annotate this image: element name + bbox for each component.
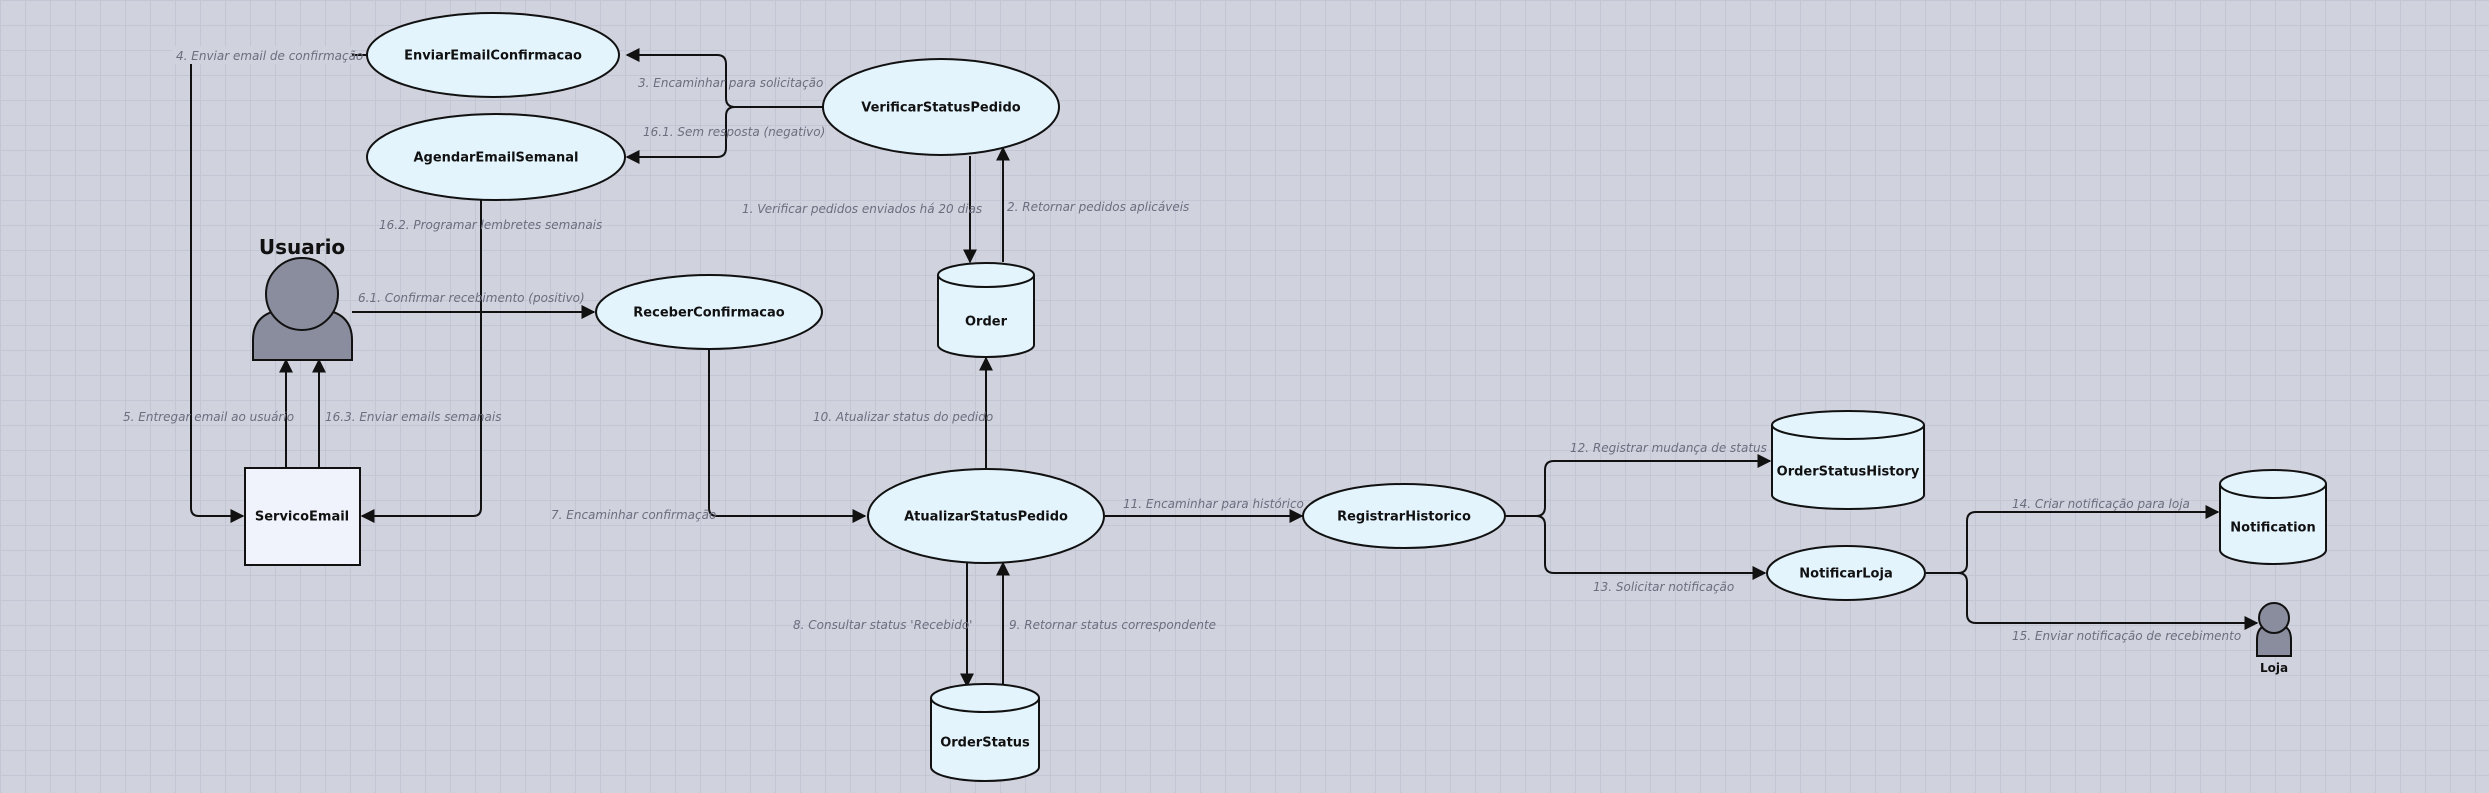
node-label: AtualizarStatusPedido [904,510,1068,525]
edge-labels: 4. Enviar email de confirmação 3. Encami… [123,46,2241,643]
edge-16-2-line [360,200,482,523]
edge-label-2: 2. Retornar pedidos aplicáveis [1007,200,1189,214]
edge-label-9: 9. Retornar status correspondente [1009,618,1216,632]
actor-usuario[interactable]: Usuario [252,235,353,361]
edge-label-14: 14. Criar notificação para loja [2012,497,2190,511]
store-notification[interactable]: Notification [2219,469,2327,565]
edge-12-line [1506,454,1772,517]
edge-14-line [1926,505,2220,574]
node-label: ReceberConfirmacao [633,306,784,321]
edge-15-line [1957,572,2259,630]
node-notificar-loja[interactable]: NotificarLoja [1766,545,1926,601]
edge-label-11: 11. Encaminhar para histórico [1123,497,1304,511]
edge-label-13: 13. Solicitar notificação [1593,580,1734,594]
edge-label-15: 15. Enviar notificação de recebimento [2012,629,2241,643]
edge-label-7: 7. Encaminhar confirmação [551,508,716,522]
node-receber-confirmacao[interactable]: ReceberConfirmacao [595,274,823,350]
node-registrar-historico[interactable]: RegistrarHistorico [1302,483,1506,549]
node-atualizar-status-pedido[interactable]: AtualizarStatusPedido [867,468,1105,564]
user-icon [252,257,353,361]
store-order-status-history[interactable]: OrderStatusHistory [1771,410,1925,510]
node-label: AgendarEmailSemanal [413,151,578,166]
edge-label-16-2: 16.2. Programar lembretes semanais [379,218,602,232]
edge-label-16-3: 16.3. Enviar emails semanais [325,410,501,424]
node-label: EnviarEmailConfirmacao [404,49,582,64]
node-verificar-status-pedido[interactable]: VerificarStatusPedido [822,58,1060,156]
edge-label-4: 4. Enviar email de confirmação [176,49,363,63]
edge-label-8: 8. Consultar status 'Recebido' [793,618,972,632]
store-label: Notification [2230,521,2315,536]
store-order[interactable]: Order [937,262,1035,358]
edge-label-6-1: 6.1. Confirmar recebimento (positivo) [358,291,585,305]
edge-16-1-line [625,106,736,164]
node-servico-email[interactable]: ServicoEmail [244,467,361,566]
edge-13-line [1535,515,1767,580]
edge-label-1: 1. Verificar pedidos enviados há 20 dias [742,202,982,216]
actor-loja[interactable]: Loja [2256,602,2292,675]
user-icon [2256,602,2292,657]
node-label: ServicoEmail [255,510,349,525]
edge-label-10: 10. Atualizar status do pedido [813,410,993,424]
store-label: Order [965,315,1008,330]
node-agendar-email-semanal[interactable]: AgendarEmailSemanal [366,113,626,201]
edge-label-5: 5. Entregar email ao usuário [123,410,294,424]
node-label: VerificarStatusPedido [861,101,1021,116]
store-order-status[interactable]: OrderStatus [930,683,1040,782]
store-label: OrderStatus [940,736,1030,751]
actor-label: Loja [2260,661,2288,675]
actor-label: Usuario [259,235,345,259]
edge-7-line [708,350,867,523]
node-enviar-email-confirmacao[interactable]: EnviarEmailConfirmacao [366,12,620,98]
store-label: OrderStatusHistory [1777,465,1920,480]
node-label: RegistrarHistorico [1337,510,1471,525]
edges [190,48,2259,688]
edge-label-12: 12. Registrar mudança de status [1570,441,1767,455]
node-label: NotificarLoja [1799,567,1892,582]
edge-label-16-1: 16.1. Sem resposta (negativo) [643,125,825,139]
edge-label-3: 3. Encaminhar para solicitação [638,76,823,90]
